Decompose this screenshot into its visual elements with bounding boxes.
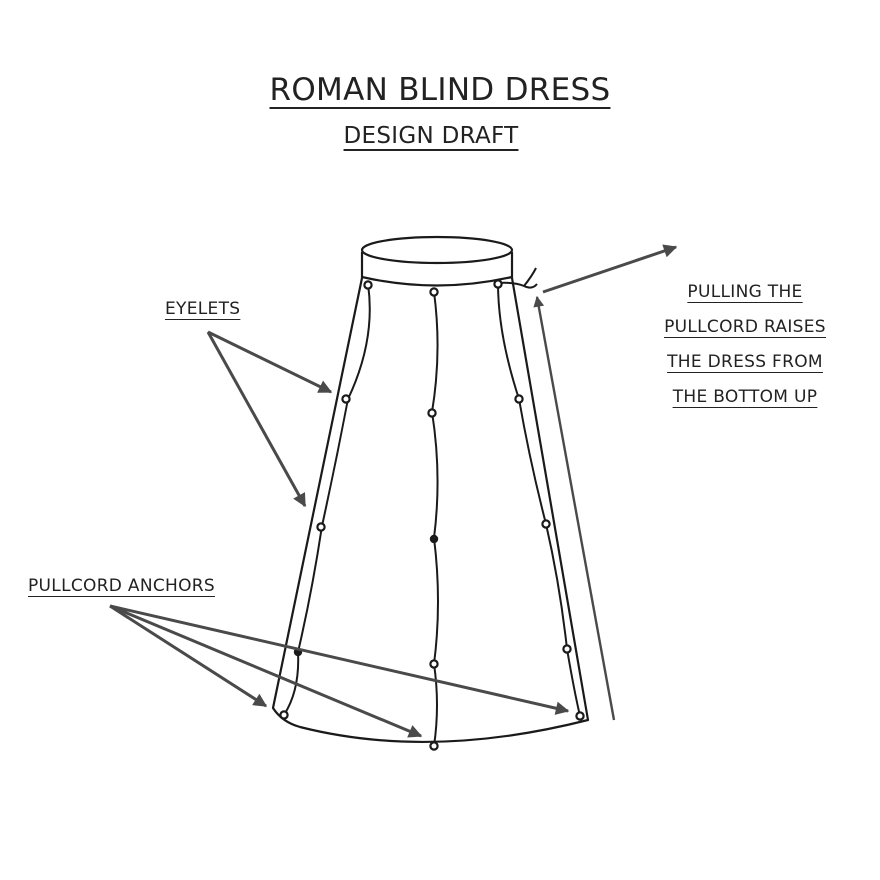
diagram-subtitle: DESIGN DRAFT <box>343 123 519 149</box>
anchors-arrow-left <box>109 604 268 708</box>
anchors-arrow-right <box>109 604 570 715</box>
eyelet <box>429 741 439 751</box>
eyelet <box>363 280 373 290</box>
pullcord-center <box>430 291 439 747</box>
pull-note-line-2: PULLCORD RAISES <box>664 317 826 337</box>
eyelet <box>427 408 437 418</box>
anchor-group <box>293 534 439 657</box>
eyelet <box>429 287 439 297</box>
eyelets-arrow-lower <box>206 331 307 508</box>
eyelets-arrow-upper <box>207 330 333 394</box>
skirt-outline <box>271 277 590 744</box>
pull-note: PULLING THE PULLCORD RAISES THE DRESS FR… <box>640 280 850 420</box>
annotation-arrows <box>109 244 678 738</box>
pullcord-direction-arrow <box>542 244 678 294</box>
eyelet <box>541 519 551 529</box>
eyelet <box>575 711 585 721</box>
anchors-arrow-center <box>109 604 423 738</box>
waistband-top <box>360 235 514 265</box>
pullcord-end <box>497 267 538 289</box>
pull-note-line-3: THE DRESS FROM <box>667 352 823 372</box>
eyelet <box>562 644 572 654</box>
eyelet-group <box>279 279 585 751</box>
waistband-side <box>360 252 514 287</box>
pull-note-line-1: PULLING THE <box>687 282 803 302</box>
pullcord-anchors-label: PULLCORD ANCHORS <box>28 576 215 596</box>
eyelet <box>279 710 289 720</box>
eyelet <box>514 394 524 404</box>
eyelet <box>429 659 439 669</box>
eyelet <box>493 279 503 289</box>
raise-direction-arrow <box>533 295 616 721</box>
diagram-title: ROMAN BLIND DRESS <box>269 72 611 108</box>
eyelet <box>316 522 326 532</box>
pullcords <box>283 267 581 747</box>
eyelets-label: EYELETS <box>165 299 241 319</box>
pull-note-line-4: THE BOTTOM UP <box>672 387 818 407</box>
waistband <box>360 235 514 287</box>
pullcord-anchor <box>429 534 439 544</box>
eyelet <box>341 394 351 404</box>
